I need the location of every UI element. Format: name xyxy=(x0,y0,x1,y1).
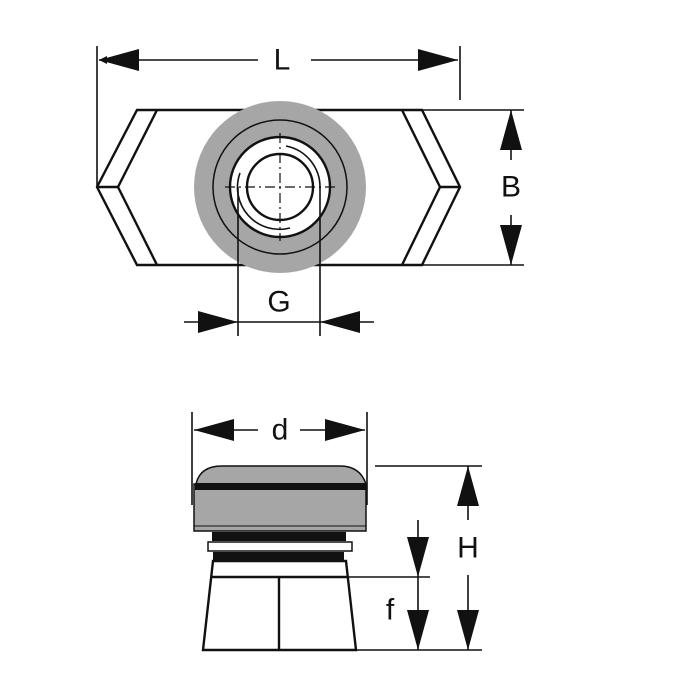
label-f: f xyxy=(386,594,395,627)
side-view: d H f xyxy=(191,412,482,652)
label-d: d xyxy=(272,414,289,447)
cap xyxy=(193,465,367,561)
dimension-H: H xyxy=(356,465,482,651)
label-L: L xyxy=(274,44,291,77)
top-view: L G xyxy=(95,44,524,336)
label-H: H xyxy=(457,532,479,565)
dimension-L: L xyxy=(96,44,461,187)
dimension-B: B xyxy=(422,109,524,266)
dimension-f: f xyxy=(348,520,430,650)
dimension-G: G xyxy=(184,187,374,336)
label-B: B xyxy=(501,171,521,204)
knurled-insert xyxy=(194,101,366,273)
label-G: G xyxy=(267,286,290,319)
base xyxy=(201,559,358,652)
